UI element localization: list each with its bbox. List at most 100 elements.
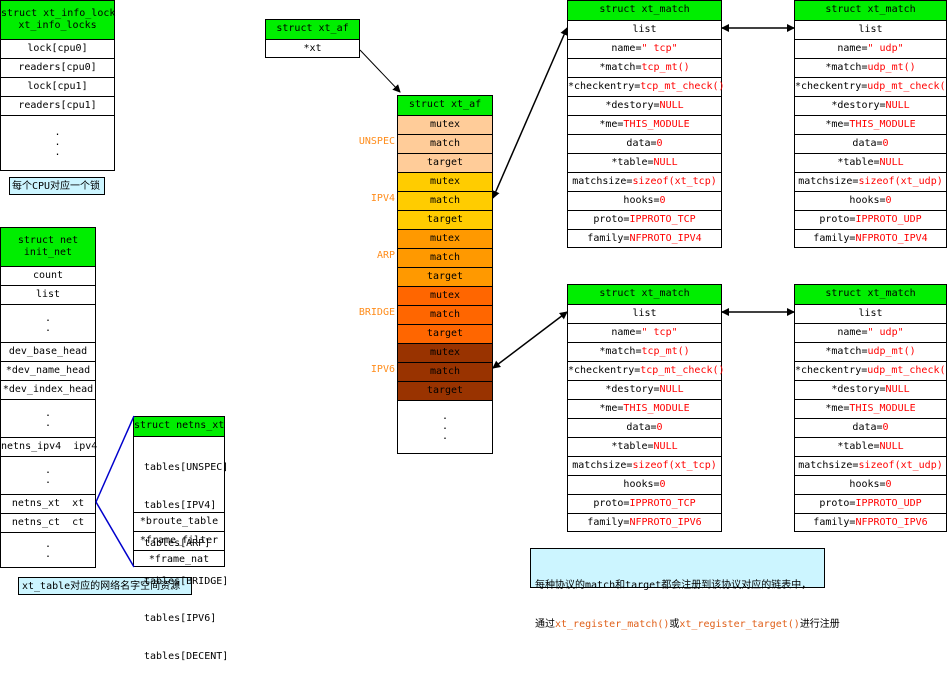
field-netns-ipv4: netns_ipv4 ipv4 (1, 437, 97, 456)
protocol-label-bridge: BRIDGE (358, 307, 395, 318)
table-arp: tables[ARP] (144, 537, 211, 549)
field-destory: *destory=NULL (795, 96, 946, 115)
field-key: family= (587, 233, 630, 244)
field-value: NULL (879, 157, 904, 168)
connector-layer (95, 24, 795, 568)
field-broute-table: *broute_table (134, 512, 224, 531)
dot: . (441, 431, 449, 442)
field-key: *table= (611, 157, 654, 168)
struct-name: struct xt_info_lock (1, 8, 116, 19)
dot: . (44, 407, 52, 419)
field-key: *match= (825, 346, 868, 357)
instance-name: xt_info_locks (18, 20, 97, 31)
field-key: proto= (593, 214, 630, 225)
field-key: name= (837, 43, 868, 54)
field-frame-nat: *frame_nat (134, 550, 224, 566)
field-hooks: hooks=0 (795, 475, 946, 494)
field-key: proto= (819, 214, 856, 225)
field-lock-cpu0: lock[cpu0] (1, 39, 114, 58)
field-name: name=" tcp" (568, 323, 721, 342)
field-value: THIS_MODULE (849, 119, 916, 130)
field-table: *table=NULL (568, 437, 721, 456)
xt-af-pointer-struct: struct xt_af *xt (265, 19, 360, 58)
note-text: 进行注册 (799, 619, 840, 630)
field-value: tcp_mt() (641, 62, 690, 73)
xt-af-ipv4-match: match (398, 191, 492, 210)
field-key: proto= (819, 498, 856, 509)
field-family: family=NFPROTO_IPV4 (568, 229, 721, 248)
field-key: hooks= (623, 195, 660, 206)
field-matchsize: matchsize=sizeof(xt_udp) (795, 172, 946, 191)
field-key: matchsize= (798, 460, 859, 471)
struct-netns-xt: struct netns_xt tables[UNSPEC] tables[IP… (133, 416, 229, 662)
xt-af-ipv4-mutex: mutex (398, 172, 492, 191)
table-ipv4: tables[IPV4] (144, 499, 217, 511)
field-data: data=0 (568, 418, 721, 437)
field-family: family=NFPROTO_IPV6 (568, 513, 721, 532)
field-value: NULL (885, 100, 910, 111)
field-value: NULL (879, 441, 904, 452)
field-checkentry: *checkentry=tcp_mt_check() (568, 361, 725, 380)
field-key: *destory= (831, 384, 886, 395)
field-value: 0 (882, 422, 889, 433)
protocol-label-arp: ARP (376, 250, 395, 261)
dot: . (44, 322, 52, 334)
net-note: xt_table对应的网络名字空间资源 (18, 577, 192, 595)
field-key: family= (813, 517, 856, 528)
field-value: sizeof(xt_udp) (858, 176, 943, 187)
field-value: NULL (659, 384, 684, 395)
struct-name: struct net (17, 235, 79, 246)
ellipsis: . . (1, 399, 95, 437)
xt-af-arp-mutex: mutex (398, 229, 492, 248)
field-value: tcp_mt_check() (640, 81, 725, 92)
xt-match-header: struct xt_match (795, 1, 946, 20)
xt-match-header: struct xt_match (795, 285, 946, 304)
xt-af-ipv6-target: target (398, 381, 492, 400)
table-unspec: tables[UNSPEC] (144, 462, 229, 474)
field-value: 0 (885, 195, 892, 206)
field-readers-cpu0: readers[cpu0] (1, 58, 114, 77)
field-key: *checkentry= (568, 365, 641, 376)
field-list: list (795, 304, 946, 323)
field-value: NFPROTO_IPV6 (855, 517, 928, 528)
field-value: NFPROTO_IPV6 (629, 517, 702, 528)
dot: . (44, 474, 52, 486)
note-text: 或 (669, 619, 680, 630)
xt-af-pointer-header: struct xt_af (266, 20, 359, 39)
ellipsis: . . . (1, 115, 114, 170)
field-value: NFPROTO_IPV4 (855, 233, 928, 244)
field-destory: *destory=NULL (568, 380, 721, 399)
field-dev-base-head: dev_base_head (1, 342, 95, 361)
field-proto: proto=IPPROTO_TCP (568, 210, 721, 229)
info-lock-note: 每个CPU对应一个锁 (9, 177, 105, 195)
field-value: NULL (885, 384, 910, 395)
field-list: list (568, 20, 721, 39)
field-destory: *destory=NULL (795, 380, 946, 399)
field-value: udp_mt_check() (867, 365, 947, 376)
protocol-label-unspec: UNSPEC (358, 136, 395, 147)
field-value: " tcp" (641, 327, 678, 338)
struct-net: struct net init_net count list . . dev_b… (0, 227, 97, 568)
dot: . (44, 464, 52, 476)
dot: . (44, 549, 52, 560)
field-list: list (795, 20, 946, 39)
field-key: *match= (599, 346, 642, 357)
field-key: matchsize= (572, 176, 633, 187)
field-family: family=NFPROTO_IPV6 (795, 513, 946, 532)
dot: . (441, 411, 449, 422)
field-value: tcp_mt_check() (640, 365, 725, 376)
table-ipv6: tables[IPV6] (144, 613, 217, 625)
field-key: data= (852, 422, 883, 433)
field-checkentry: *checkentry=udp_mt_check() (795, 361, 947, 380)
register-note-line2: 通过xt_register_match()或xt_register_target… (535, 618, 840, 631)
field-destory: *destory=NULL (568, 96, 721, 115)
field-me: *me=THIS_MODULE (795, 115, 946, 134)
xt-af-bridge-target: target (398, 324, 492, 343)
arrow-ipv6-match-to-tcp (492, 311, 568, 369)
field-value: 0 (656, 422, 663, 433)
field-value: THIS_MODULE (849, 403, 916, 414)
xt-match-header: struct xt_match (568, 1, 721, 20)
